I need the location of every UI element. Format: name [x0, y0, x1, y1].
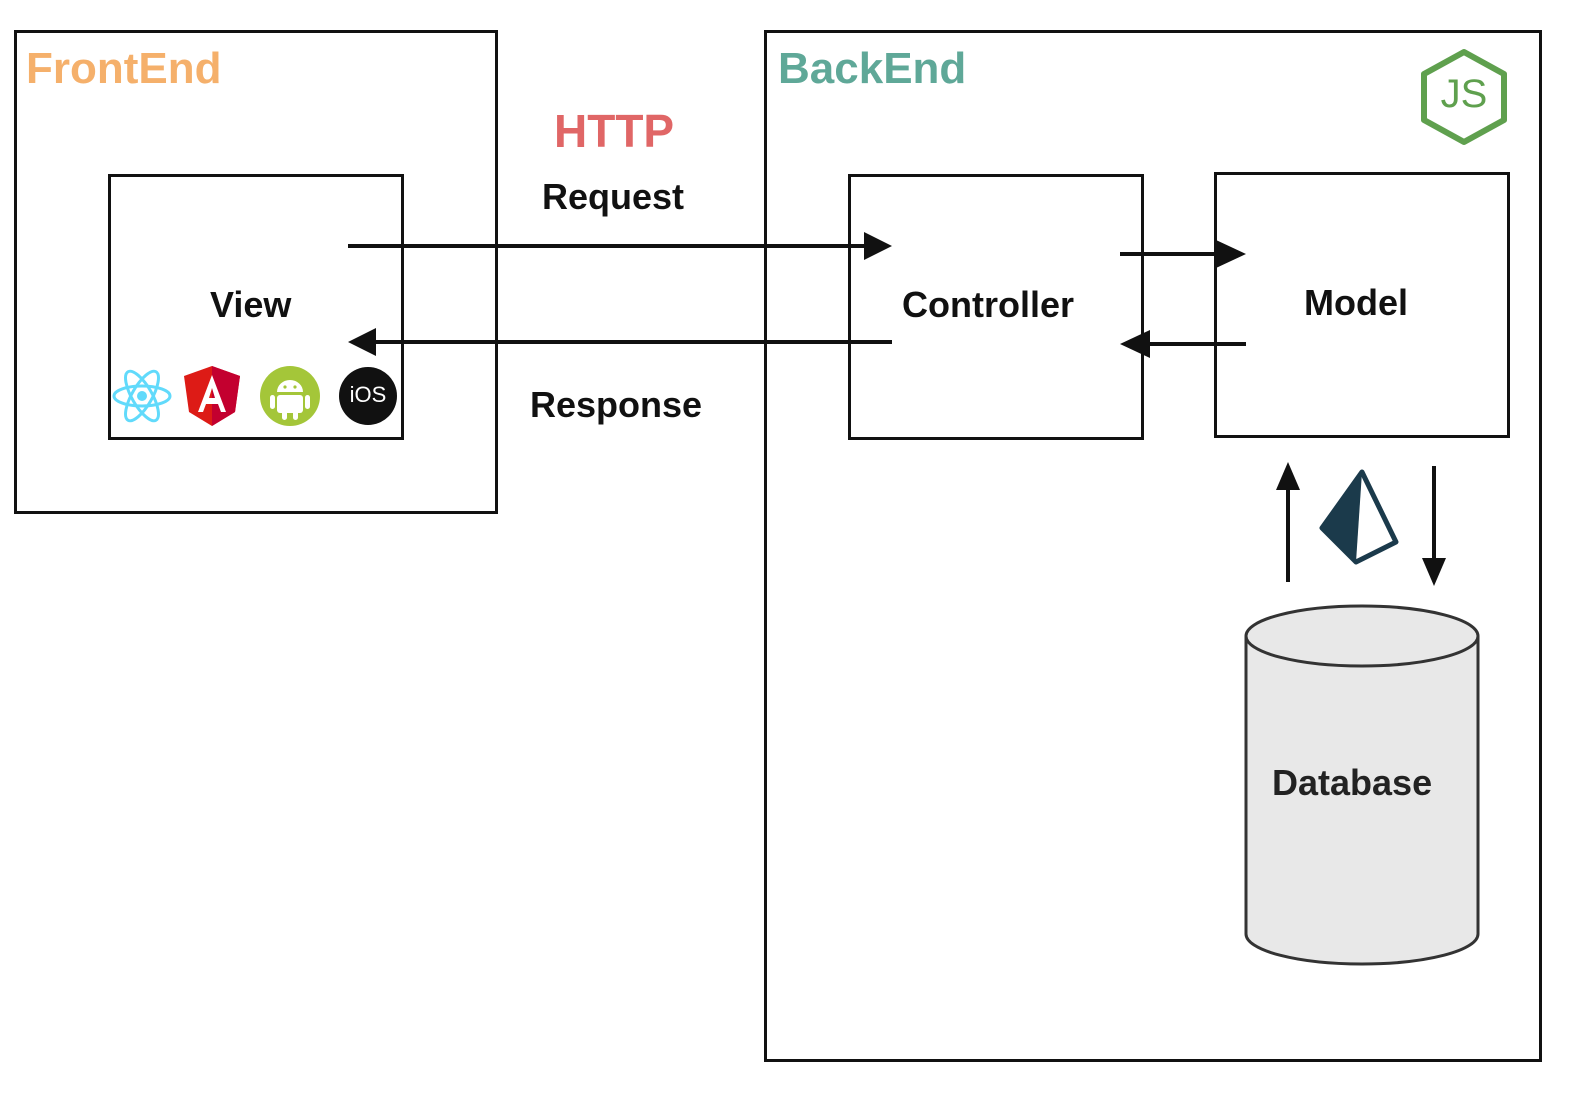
ios-icon-text: iOS [349, 382, 387, 407]
frontend-container [14, 30, 498, 514]
database-to-model-arrow [1276, 462, 1300, 582]
database-label: Database [1272, 762, 1433, 803]
model-label: Model [1304, 282, 1408, 323]
view-box [108, 174, 404, 440]
android-icon [260, 366, 320, 426]
model-to-controller-arrow [1120, 330, 1246, 358]
frontend-title: FrontEnd [26, 44, 222, 93]
response-label: Response [530, 384, 703, 425]
ios-icon [339, 367, 397, 425]
prisma-icon [1319, 469, 1399, 565]
backend-title: BackEnd [778, 44, 967, 93]
request-arrow [348, 232, 892, 260]
database-cylinder [1244, 604, 1480, 966]
view-label: View [210, 284, 292, 325]
nodejs-icon [1421, 49, 1507, 145]
nodejs-icon-text: JS [1440, 72, 1488, 116]
backend-container [764, 30, 1542, 1062]
request-label: Request [542, 176, 685, 217]
response-arrow [348, 328, 892, 356]
model-to-database-arrow [1422, 466, 1446, 586]
controller-label: Controller [902, 284, 1075, 325]
angular-icon [184, 366, 240, 426]
controller-box [848, 174, 1144, 440]
controller-to-model-arrow [1120, 240, 1246, 268]
model-box [1214, 172, 1510, 438]
react-icon [112, 369, 172, 423]
http-label: HTTP [554, 105, 675, 157]
